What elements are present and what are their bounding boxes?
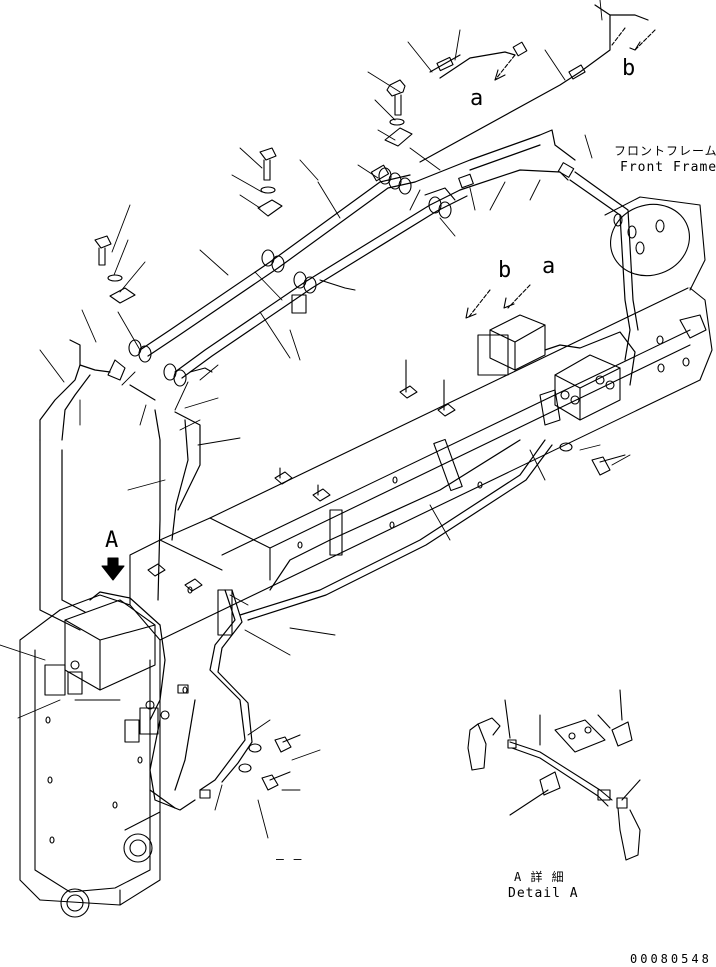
clamps-fittings [94,41,626,791]
leader-lines [0,0,631,839]
callout-b-top: b [622,56,636,81]
direction-arrows [465,27,656,319]
control-valve [489,314,621,426]
drawing-number: 00080548 [630,952,712,966]
dash-mark: – – [276,852,303,867]
callout-a-top: a [470,86,484,111]
piping-lines [39,4,649,811]
boom-structure [19,196,713,918]
callout-b-mid: b [498,258,512,283]
view-arrow [101,557,125,581]
detail-a-drawing [467,689,641,861]
detail-a-label-jp: A 詳 細 [514,870,565,884]
front-frame-label-en: Front Frame [620,160,716,175]
front-frame-label-jp: フロントフレーム [614,144,716,158]
view-arrow-label: A [105,528,119,553]
callout-a-mid: a [542,254,556,279]
detail-a-label-en: Detail A [508,886,579,901]
lower-valves [44,660,211,799]
